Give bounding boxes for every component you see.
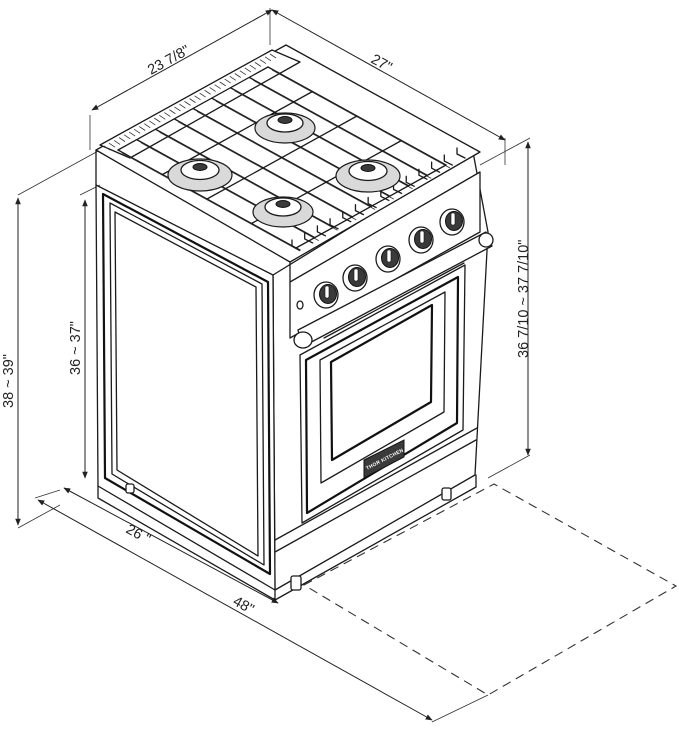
vent-slot: [264, 56, 272, 62]
vent-slot: [128, 131, 136, 137]
label-cabinet-height: 36 ~ 37": [68, 321, 84, 375]
vent-slot: [184, 101, 191, 106]
vent-slot: [239, 70, 247, 76]
label-top-width: 23 7/8": [145, 42, 193, 78]
vent-slot: [159, 115, 166, 120]
grate-finger: [405, 175, 415, 187]
vent-slot: [118, 137, 126, 142]
grate-finger: [443, 154, 453, 166]
oven-handle[interactable]: [293, 231, 494, 349]
grate-bar-edge: [196, 111, 376, 210]
label-side-height: 38 ~ 39": [1, 354, 17, 408]
label-clearance-depth: 48": [230, 594, 256, 618]
vent-slot: [138, 126, 146, 131]
vent-slot: [229, 75, 236, 81]
front-door: [101, 192, 272, 576]
vent-slot: [194, 95, 201, 101]
control-panel: [289, 171, 481, 339]
vent-slot: [269, 53, 277, 59]
grate-finger: [291, 239, 301, 251]
control-knob-icon[interactable]: [408, 226, 434, 254]
grate-finger: [329, 218, 339, 230]
grate-finger: [354, 203, 365, 216]
vent-slot: [164, 112, 171, 117]
vent-slot: [108, 142, 116, 148]
label-base-depth: 26 ": [123, 522, 153, 548]
grate-bar-edge: [121, 152, 301, 252]
grate-finger: [418, 168, 428, 180]
grate-bar-edge: [253, 80, 432, 179]
vent-slot: [144, 123, 151, 129]
grate-finger: [316, 225, 327, 237]
vent-slot: [123, 134, 131, 140]
vent-slot: [133, 128, 141, 134]
label-top-depth: 27": [368, 52, 394, 76]
control-knob-icon[interactable]: [375, 245, 401, 273]
vent-slot: [249, 64, 257, 70]
control-knob-icon[interactable]: [439, 208, 465, 236]
oven-door: THOR KITCHEN: [299, 264, 466, 524]
grate-finger: [342, 211, 352, 223]
vent-slot: [169, 109, 176, 115]
oven-window: [329, 303, 434, 462]
vent-slot: [219, 81, 226, 87]
control-knob-icon[interactable]: [313, 281, 339, 309]
vent-slot: [209, 87, 216, 92]
range-feet: [125, 483, 452, 591]
burner-front-right: [252, 196, 314, 228]
burners: [167, 112, 401, 228]
label-range-height: 36 7/10 ~ 37 7/10": [516, 240, 532, 358]
burner-rear-right: [335, 159, 401, 193]
vent-slot: [204, 89, 211, 95]
vent-slot: [113, 140, 121, 145]
vent-slot: [103, 145, 111, 151]
vent-slot: [254, 62, 262, 67]
grate-finger: [304, 232, 314, 244]
grate-crossbar: [117, 66, 269, 151]
vent-slot: [174, 106, 181, 112]
grate-finger: [367, 196, 377, 209]
grate-finger: [456, 147, 466, 159]
vent-slot: [179, 103, 186, 109]
grate-bar-edge: [271, 69, 451, 169]
vent-slot: [234, 73, 242, 78]
control-knob-icon[interactable]: [342, 264, 368, 292]
burner-front-left: [167, 158, 233, 192]
grate-bar-edge: [178, 121, 357, 221]
vent-slot: [199, 92, 206, 98]
vent-slot: [149, 120, 156, 126]
vent-slot: [259, 59, 267, 64]
vent-slot: [224, 78, 231, 84]
grate-finger: [380, 189, 390, 202]
vent-slot: [154, 117, 161, 123]
grate-crossbar: [206, 115, 358, 200]
vent-slot: [214, 84, 221, 89]
indicator-light: [296, 300, 304, 310]
burner-rear-left: [254, 112, 316, 144]
vent-slot: [244, 67, 252, 73]
dimension-lines: [15, 8, 531, 723]
grate-finger: [430, 161, 441, 173]
vent-slot: [189, 98, 196, 103]
